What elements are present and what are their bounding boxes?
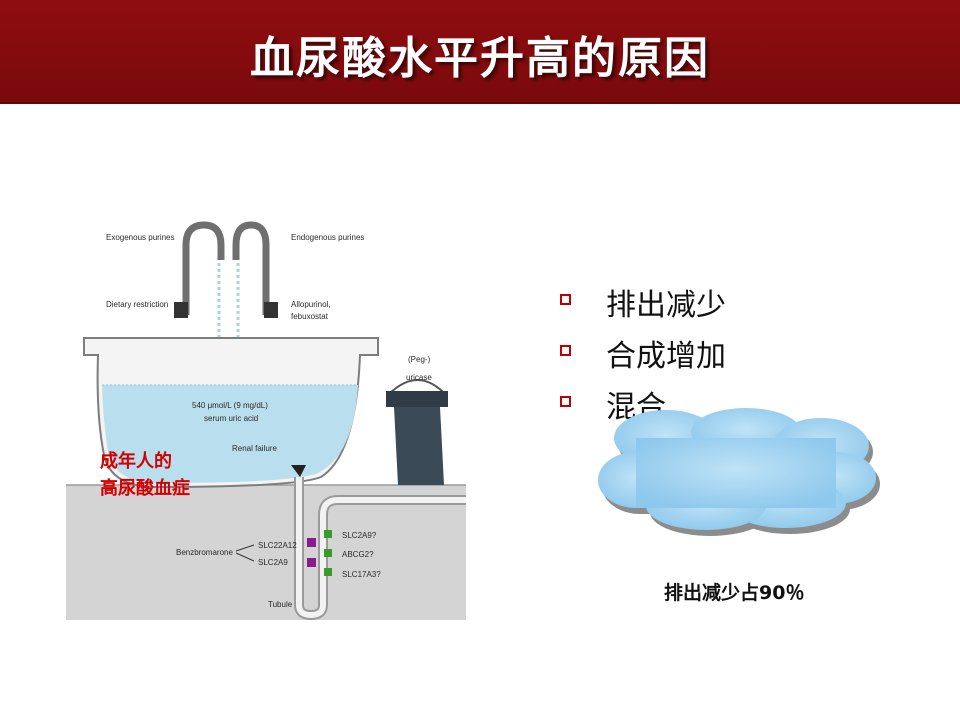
cloud-line-1: 成年人的 xyxy=(100,451,172,472)
valve-dietary-icon xyxy=(174,302,188,318)
label-level: 540 μmol/L (9 mg/dL) xyxy=(192,401,268,410)
transporter-green-2 xyxy=(324,549,332,557)
label-abcg2: ABCG2? xyxy=(342,550,374,559)
bullet-text: 合成增加 xyxy=(606,339,726,374)
transporter-green-1 xyxy=(324,530,332,538)
tub-water xyxy=(102,385,358,483)
label-endogenous: Endogenous purines xyxy=(291,233,364,242)
label-allopurinol: Allopurinol, xyxy=(291,300,331,309)
label-slc2a9-right: SLC2A9? xyxy=(342,531,377,540)
transporter-purple-1 xyxy=(307,538,316,547)
label-slc22a12: SLC22A12 xyxy=(258,541,297,550)
cloud-line-2: 高尿酸血症 xyxy=(100,478,190,499)
valve-allopurinol-icon xyxy=(264,302,278,318)
label-uricase: uricase xyxy=(406,373,432,382)
bucket-icon xyxy=(386,379,448,485)
label-slc2a9-left: SLC2A9 xyxy=(258,558,288,567)
bullet-text: 排出减少 xyxy=(606,288,726,323)
diagram-background xyxy=(66,485,466,620)
label-peg: (Peg-) xyxy=(408,355,431,364)
label-renal: Renal failure xyxy=(232,444,277,453)
faucet-exogenous-icon xyxy=(182,221,225,315)
faucet-endogenous-icon xyxy=(232,221,270,315)
label-tubule: Tubule xyxy=(268,600,293,609)
drain-icon xyxy=(291,465,306,477)
cloud-callout-icon xyxy=(596,408,886,536)
title-bar: 血尿酸水平升高的原因 xyxy=(0,0,960,104)
label-slc17a3: SLC17A3? xyxy=(342,570,381,579)
square-bullet-icon xyxy=(560,294,571,305)
label-exogenous: Exogenous purines xyxy=(106,233,175,242)
label-febuxostat: febuxostat xyxy=(291,312,329,321)
cloud-label: 成年人的 高尿酸血症 xyxy=(100,448,190,502)
label-dietary: Dietary restriction xyxy=(106,300,168,309)
label-benzbromarone: Benzbromarone xyxy=(176,548,233,557)
transporter-green-3 xyxy=(324,568,332,576)
label-serum: serum uric acid xyxy=(204,414,258,423)
transporter-purple-2 xyxy=(307,558,316,567)
bathtub-diagram: Exogenous purines Endogenous purines Die… xyxy=(66,215,466,620)
square-bullet-icon xyxy=(560,345,571,356)
slide-title: 血尿酸水平升高的原因 xyxy=(250,33,710,84)
square-bullet-icon xyxy=(560,396,571,407)
excretion-note: 排出减少占90％ xyxy=(664,582,805,604)
